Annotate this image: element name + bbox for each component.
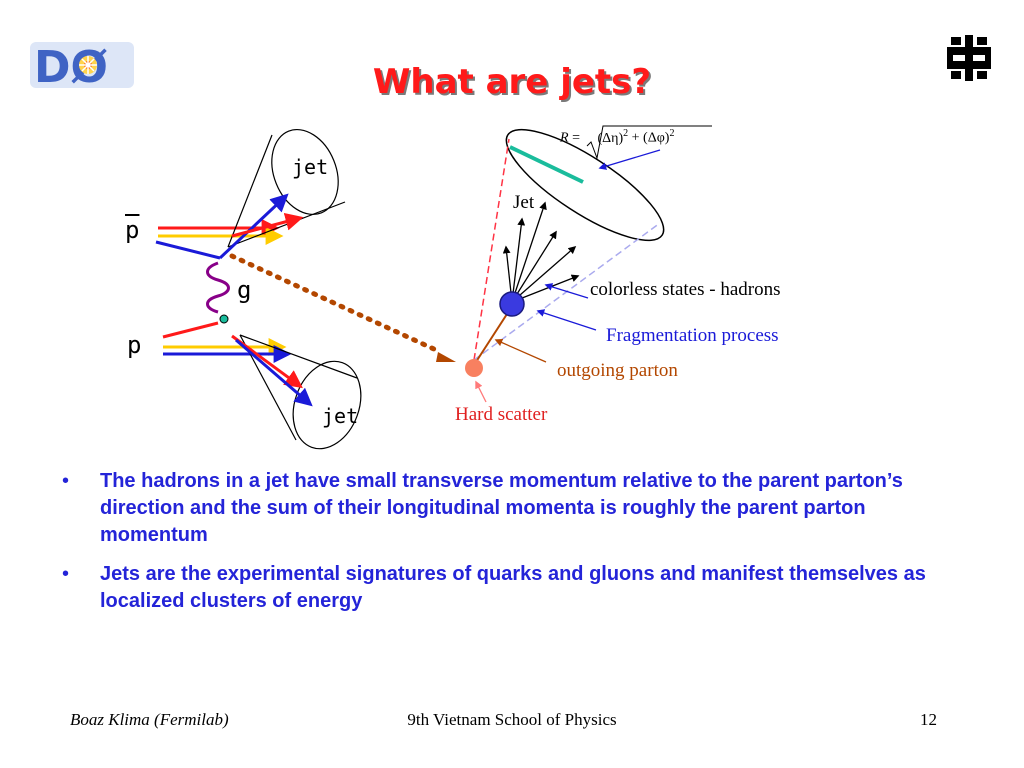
outgoing-parton-line <box>473 313 508 366</box>
hadrons-pointer <box>544 283 589 299</box>
gluon-squiggle <box>206 261 230 314</box>
incoming-parton-bottom <box>162 321 219 339</box>
bullet-item: • The hadrons in a jet have small transve… <box>62 468 962 549</box>
formula-exp-1: 2 <box>623 128 629 139</box>
bullet-text: The hadrons in a jet have small transver… <box>100 470 903 546</box>
formula-term-phi: (Δφ) <box>643 130 670 146</box>
top-jet-cone <box>218 128 346 260</box>
jet-top-label: jet <box>292 155 329 179</box>
fragmentation-label: Fragmentation process <box>606 325 779 346</box>
bullet-text: Jets are the experimental signatures of … <box>100 563 926 612</box>
zoom-dotted-arrow <box>229 253 439 353</box>
outgoing-parton-label: outgoing parton <box>557 360 678 381</box>
fragmentation-node <box>499 291 525 317</box>
gluon-label: g <box>237 276 252 304</box>
vertex-dot <box>219 314 229 324</box>
proton-label: p <box>127 331 142 359</box>
bullet-list: • The hadrons in a jet have small transve… <box>62 468 962 627</box>
slide-title: What are jets? <box>372 62 652 102</box>
fragmentation-pointer <box>536 309 597 331</box>
bullet-dot-icon: • <box>62 563 70 585</box>
formula-pointer <box>598 149 661 170</box>
sqrt-symbol <box>586 125 712 160</box>
formula-plus: + <box>631 130 640 146</box>
jet-bottom-label: jet <box>322 404 359 428</box>
hard-scatter-point <box>465 359 483 377</box>
bottom-jet-cone <box>231 334 362 450</box>
cone-radius-formula: R = (Δη)2 + (Δφ)2 <box>560 128 674 147</box>
incoming-antiproton-beam <box>158 219 284 245</box>
hard-scatter-label: Hard scatter <box>455 404 548 425</box>
footer-event: 9th Vietnam School of Physics <box>407 710 617 729</box>
hadrons-label: colorless states - hadrons <box>590 279 781 300</box>
d0-logo: DØ <box>28 38 136 93</box>
footer-page-number: 12 <box>920 710 937 729</box>
cone-radius-line <box>509 145 584 184</box>
antiproton-label: p <box>125 216 140 244</box>
fermilab-logo-icon <box>945 33 993 83</box>
jet-label: Jet <box>513 192 535 213</box>
hard-scatter-pointer <box>475 380 487 403</box>
bullet-dot-icon: • <box>62 470 70 492</box>
formula-eq: = <box>572 130 580 146</box>
incoming-proton-beam <box>163 338 292 363</box>
formula-lhs: R <box>560 130 569 146</box>
zoom-arrow-head <box>436 352 456 362</box>
formula-term-eta: (Δη) <box>597 130 624 146</box>
jet-diagram <box>155 125 712 450</box>
footer-author: Boaz Klima (Fermilab) <box>70 710 229 729</box>
outgoing-pointer <box>494 338 547 363</box>
hadron-arrows <box>502 201 580 303</box>
formula-exp-2: 2 <box>669 128 675 139</box>
bullet-item: • Jets are the experimental signatures of… <box>62 561 962 615</box>
incoming-parton-top <box>155 240 221 260</box>
